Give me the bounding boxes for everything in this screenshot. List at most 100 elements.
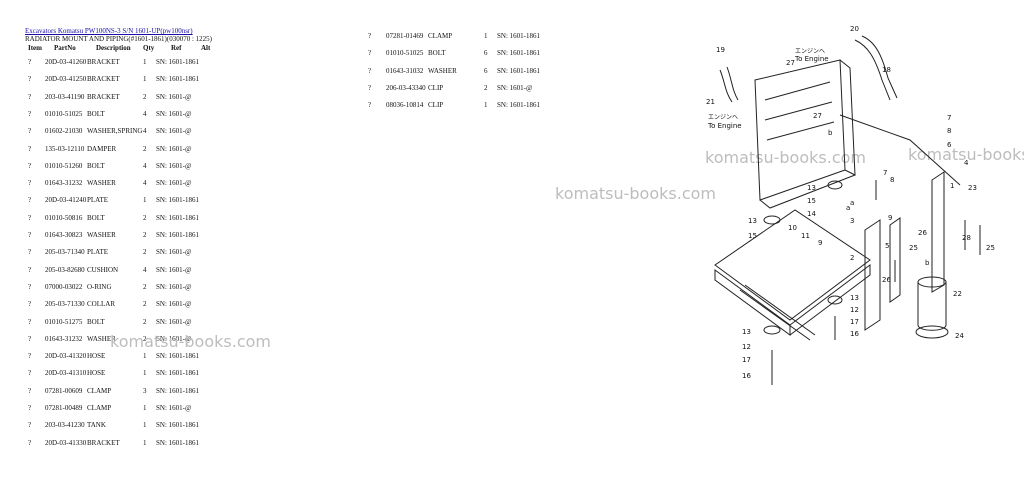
callout: 20 bbox=[850, 25, 859, 33]
parts-cell-qty: 2 bbox=[143, 248, 147, 257]
parts-cell-ref: SN: 1601-@ bbox=[156, 317, 192, 326]
parts-cell-qty: 1 bbox=[484, 101, 488, 110]
parts-cell-desc: O-RING bbox=[87, 282, 112, 291]
watermark: komatsu-books.com bbox=[705, 148, 866, 167]
parts-cell-ref: SN: 1601-@ bbox=[156, 179, 192, 188]
parts-cell-desc: CLAMP bbox=[87, 404, 112, 412]
parts-cell-partno: 07281-01469 bbox=[386, 32, 424, 40]
parts-cell-partno: 01010-51025 bbox=[45, 109, 83, 118]
parts-cell-item: ? bbox=[28, 421, 32, 430]
parts-cell-desc: BRACKET bbox=[87, 58, 120, 66]
callout: 16 bbox=[850, 330, 859, 338]
parts-cell-qty: 2 bbox=[143, 282, 147, 291]
bolt bbox=[771, 180, 933, 385]
clamp-ring bbox=[915, 325, 949, 339]
col-description: Description bbox=[96, 44, 131, 52]
callout: 27 bbox=[813, 112, 822, 120]
parts-cell-ref: SN: 1601-@ bbox=[156, 404, 192, 412]
reservoir-tank bbox=[917, 282, 947, 331]
bracket bbox=[889, 217, 901, 303]
frame-rail bbox=[714, 269, 791, 336]
parts-cell-ref: SN: 1601-1861 bbox=[156, 352, 199, 361]
parts-cell-partno: 203-03-41190 bbox=[45, 92, 85, 101]
parts-cell-ref: SN: 1601-@ bbox=[156, 109, 192, 118]
parts-cell-qty: 1 bbox=[143, 369, 147, 378]
callout: 18 bbox=[882, 66, 891, 74]
col-alt: Alt bbox=[201, 44, 211, 52]
parts-cell-desc: BOLT bbox=[428, 49, 446, 58]
parts-cell-desc: BOLT bbox=[87, 161, 105, 170]
parts-cell-item: ? bbox=[28, 231, 32, 239]
parts-cell-qty: 1 bbox=[143, 352, 147, 361]
parts-cell-item: ? bbox=[28, 75, 32, 84]
damper bbox=[763, 215, 781, 225]
callout: 2 bbox=[850, 254, 854, 262]
callout: 15 bbox=[807, 197, 816, 205]
parts-cell-desc: BOLT bbox=[87, 213, 105, 222]
hose bbox=[726, 66, 739, 101]
callout: 17 bbox=[742, 356, 751, 364]
parts-cell-partno: 01643-30823 bbox=[45, 231, 83, 239]
callout: 25 bbox=[986, 244, 995, 252]
callout: 25 bbox=[909, 244, 918, 252]
parts-cell-item: ? bbox=[28, 282, 32, 291]
col-partno: PartNo bbox=[54, 44, 76, 52]
callout: 17 bbox=[850, 318, 859, 326]
callout: 16 bbox=[742, 372, 751, 380]
parts-cell-desc: WASHER,SPRING bbox=[87, 127, 143, 136]
parts-cell-ref: SN: 1601-1861 bbox=[156, 213, 199, 222]
direction-label-jp: エンジンへ bbox=[795, 48, 825, 55]
callout: 14 bbox=[807, 210, 816, 218]
parts-cell-ref: SN: 1601-1861 bbox=[156, 196, 199, 205]
parts-cell-qty: 4 bbox=[143, 161, 147, 170]
parts-cell-item: ? bbox=[28, 334, 32, 343]
callout: 13 bbox=[807, 184, 816, 192]
parts-cell-qty: 1 bbox=[143, 196, 147, 205]
callout: 13 bbox=[748, 217, 757, 225]
bracket bbox=[864, 219, 881, 331]
parts-cell-ref: SN: 1601-1861 bbox=[156, 438, 199, 447]
hose bbox=[854, 39, 891, 101]
parts-cell-partno: 01643-31032 bbox=[386, 66, 424, 75]
radiator-tank bbox=[759, 174, 856, 209]
direction-label-en: To Engine bbox=[794, 55, 829, 63]
parts-cell-desc: DAMPER bbox=[87, 144, 117, 153]
parts-cell-item: ? bbox=[368, 83, 372, 92]
parts-cell-item: ? bbox=[28, 404, 32, 412]
parts-cell-partno: 20D-03-41250 bbox=[45, 75, 87, 84]
parts-cell-desc: CLIP bbox=[428, 83, 444, 92]
callout: 3 bbox=[850, 217, 854, 225]
parts-cell-desc: WASHER bbox=[428, 66, 457, 75]
parts-cell-qty: 2 bbox=[143, 317, 147, 326]
parts-cell-partno: 206-03-43340 bbox=[386, 83, 426, 92]
parts-cell-item: ? bbox=[28, 179, 32, 188]
parts-cell-partno: 01643-31232 bbox=[45, 334, 83, 343]
parts-cell-item: ? bbox=[28, 369, 32, 378]
parts-cell-desc: PLATE bbox=[87, 196, 108, 205]
parts-cell-partno: 20D-03-41330 bbox=[45, 438, 87, 447]
direction-label-en: To Engine bbox=[707, 122, 742, 130]
callout: 12 bbox=[850, 306, 859, 314]
parts-cell-desc: HOSE bbox=[87, 369, 106, 378]
parts-cell-qty: 2 bbox=[143, 300, 147, 309]
parts-cell-ref: SN: 1601-1861 bbox=[156, 421, 199, 430]
parts-cell-ref: SN: 1601-@ bbox=[156, 144, 192, 153]
callout: 1 bbox=[950, 182, 954, 190]
callout: b bbox=[828, 129, 833, 137]
callout: 23 bbox=[968, 184, 977, 192]
parts-cell-ref: SN: 1601-@ bbox=[156, 265, 192, 274]
parts-cell-partno: 205-03-82680 bbox=[45, 265, 85, 274]
parts-cell-item: ? bbox=[28, 144, 32, 153]
parts-cell-item: ? bbox=[28, 386, 32, 395]
breadcrumb-link[interactable]: Excavators Komatsu PW100NS-3 S/N 1601-UP… bbox=[25, 27, 193, 35]
parts-cell-item: ? bbox=[28, 127, 32, 136]
parts-cell-item: ? bbox=[28, 317, 32, 326]
callout: 13 bbox=[850, 294, 859, 302]
parts-cell-ref: SN: 1601-1861 bbox=[497, 32, 540, 40]
frame-rail bbox=[714, 209, 871, 321]
parts-cell-desc: PLATE bbox=[87, 248, 108, 257]
parts-cell-qty: 1 bbox=[143, 75, 147, 84]
parts-cell-qty: 1 bbox=[143, 438, 147, 447]
parts-cell-desc: BRACKET bbox=[87, 92, 120, 101]
callout: 15 bbox=[748, 232, 757, 240]
